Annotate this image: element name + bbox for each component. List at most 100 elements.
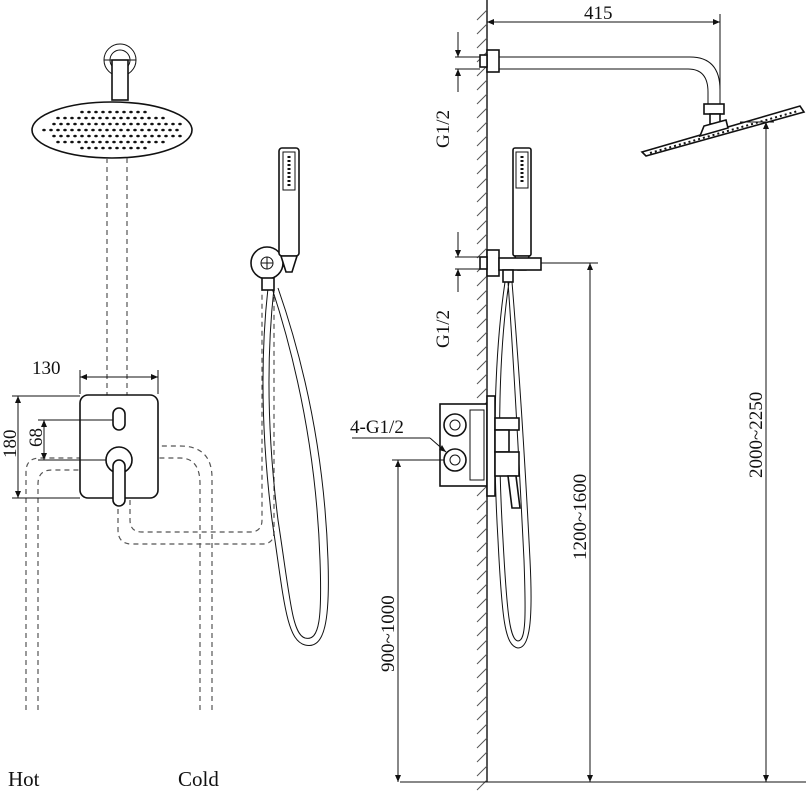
front-supply-pipes bbox=[25, 290, 275, 710]
nozzle-dot bbox=[126, 140, 130, 144]
nozzle-dot bbox=[122, 110, 126, 114]
wall-hatch-line bbox=[476, 709, 488, 721]
nozzle-dot bbox=[66, 134, 70, 138]
nozzle-dot bbox=[80, 110, 84, 114]
wall-hatch-line bbox=[476, 639, 488, 651]
nozzle-dot bbox=[94, 146, 98, 150]
wall-hatch-line bbox=[476, 149, 488, 161]
nozzle-dot bbox=[70, 116, 74, 120]
nozzle-dot bbox=[140, 140, 144, 144]
dim-130-label: 130 bbox=[32, 358, 61, 379]
wall-hatch-line bbox=[476, 93, 488, 105]
nozzle-dot bbox=[80, 146, 84, 150]
nozzle-dot bbox=[147, 140, 151, 144]
front-holder-bracket bbox=[250, 246, 284, 291]
dimension-2000-2250 bbox=[740, 121, 774, 782]
nozzle-dot bbox=[80, 134, 84, 138]
wall-hatch-line bbox=[476, 541, 488, 553]
wall-hatch-line bbox=[476, 303, 488, 315]
wall-hatch-line bbox=[476, 107, 488, 119]
dimension-130 bbox=[79, 370, 159, 394]
wall-hatch-line bbox=[476, 653, 488, 665]
nozzle-dot bbox=[101, 146, 105, 150]
nozzle-dot bbox=[112, 116, 116, 120]
nozzle-dot bbox=[115, 110, 119, 114]
nozzle-dot bbox=[105, 128, 109, 132]
dim-2000-2250-label: 2000~2250 bbox=[746, 392, 767, 478]
nozzle-dot bbox=[94, 110, 98, 114]
wall-hatch-line bbox=[476, 9, 488, 21]
dim-1200-1600-label: 1200~1600 bbox=[570, 474, 591, 560]
nozzle-dot bbox=[115, 134, 119, 138]
nozzle-dot bbox=[56, 140, 60, 144]
front-view bbox=[12, 43, 329, 710]
wall-hatch-line bbox=[476, 513, 488, 525]
wall-hatch-line bbox=[476, 331, 488, 343]
wall-hatch-line bbox=[476, 625, 488, 637]
nozzle-dot bbox=[136, 122, 140, 126]
front-rain-shower-head bbox=[31, 101, 193, 159]
dim-900-1000-label: 900~1000 bbox=[378, 595, 399, 672]
nozzle-dot bbox=[59, 134, 63, 138]
dimension-180-68 bbox=[12, 395, 113, 499]
nozzle-dot bbox=[63, 128, 67, 132]
front-feed-pipe bbox=[106, 158, 128, 395]
wall-hatch-line bbox=[476, 611, 488, 623]
wall-hatch-line bbox=[476, 597, 488, 609]
front-arm-flange bbox=[103, 43, 137, 101]
valve-port-leader bbox=[352, 437, 447, 453]
nozzle-dot bbox=[126, 116, 130, 120]
wall-hatch-line bbox=[476, 23, 488, 35]
nozzle-dot bbox=[112, 140, 116, 144]
nozzle-dot bbox=[101, 134, 105, 138]
nozzle-dot bbox=[56, 128, 60, 132]
nozzle-dot bbox=[154, 128, 158, 132]
side-hand-shower bbox=[512, 147, 532, 271]
wall-hatch-line bbox=[476, 289, 488, 301]
wall-hatch-line bbox=[476, 723, 488, 735]
wall-hatch-line bbox=[476, 345, 488, 357]
nozzle-dot bbox=[52, 122, 56, 126]
nozzle-dot bbox=[122, 146, 126, 150]
nozzle-dot bbox=[98, 140, 102, 144]
wall-hatch-line bbox=[476, 695, 488, 707]
nozzle-dot bbox=[129, 110, 133, 114]
wall-hatch-line bbox=[476, 205, 488, 217]
nozzle-dot bbox=[133, 140, 137, 144]
nozzle-dot bbox=[168, 128, 172, 132]
nozzle-dot bbox=[52, 134, 56, 138]
dimension-415 bbox=[487, 14, 721, 98]
dim-180-label: 180 bbox=[0, 430, 21, 459]
wall-hatch-line bbox=[476, 499, 488, 511]
nozzle-dot bbox=[73, 122, 77, 126]
nozzle-dot bbox=[171, 134, 175, 138]
nozzle-dot bbox=[84, 116, 88, 120]
nozzle-dot bbox=[154, 140, 158, 144]
wall-hatch-line bbox=[476, 667, 488, 679]
wall-hatch-line bbox=[476, 527, 488, 539]
wall-hatch-line bbox=[476, 373, 488, 385]
nozzle-dot bbox=[143, 146, 147, 150]
nozzle-dot bbox=[101, 110, 105, 114]
nozzle-dot bbox=[80, 122, 84, 126]
side-wall-outlet bbox=[479, 249, 542, 283]
nozzle-dot bbox=[136, 146, 140, 150]
nozzle-dot bbox=[84, 128, 88, 132]
nozzle-dot bbox=[122, 122, 126, 126]
nozzle-dot bbox=[129, 134, 133, 138]
nozzle-dot bbox=[91, 140, 95, 144]
nozzle-dot bbox=[129, 146, 133, 150]
dim-415-label: 415 bbox=[584, 3, 613, 24]
nozzle-dot bbox=[136, 134, 140, 138]
wall-hatch-line bbox=[476, 583, 488, 595]
nozzle-dot bbox=[147, 116, 151, 120]
nozzle-dot bbox=[56, 116, 60, 120]
nozzle-dot bbox=[133, 116, 137, 120]
nozzle-dot bbox=[140, 116, 144, 120]
wall-hatch-line bbox=[476, 681, 488, 693]
front-hand-shower bbox=[278, 147, 300, 273]
nozzle-dot bbox=[143, 110, 147, 114]
wall-hatch-line bbox=[476, 233, 488, 245]
wall-hatch-line bbox=[476, 359, 488, 371]
nozzle-dot bbox=[63, 116, 67, 120]
